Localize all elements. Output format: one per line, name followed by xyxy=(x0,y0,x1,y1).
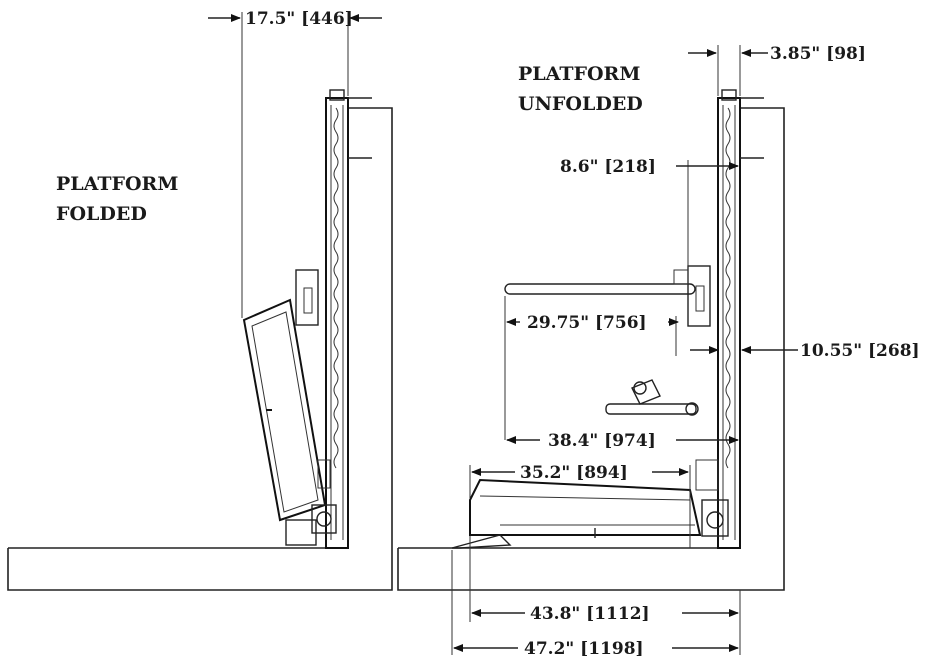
dim-folded-depth-label: 17.5" [446] xyxy=(245,9,353,29)
unfolded-platform xyxy=(451,265,729,549)
folded-title-line1: PLATFORM xyxy=(56,173,178,195)
unfolded-lift-post xyxy=(717,89,764,549)
dim-total-overall: 47.2" [1198] xyxy=(451,550,739,659)
dim-post-offset-label: 10.55" [268] xyxy=(800,341,920,361)
folded-lift-post xyxy=(325,89,372,549)
folded-title-line2: FOLDED xyxy=(56,203,147,225)
dim-rail-length: 29.75" [756] xyxy=(504,296,679,440)
dim-total-overall-label: 47.2" [1198] xyxy=(524,639,644,659)
dim-offset-top: 8.6" [218] xyxy=(560,157,739,282)
unfolded-title-line1: PLATFORM xyxy=(518,63,640,85)
unfolded-view: 3.85" [98] 8.6" [218] 29.75" [756] 10.55… xyxy=(397,44,920,659)
dim-post-offset: 10.55" [268] xyxy=(690,341,920,361)
folded-view: 17.5" [446] PLATFORM FOLDED xyxy=(7,9,393,591)
dim-platform-length: 35.2" [894] xyxy=(469,463,691,498)
dim-rail-length-label: 29.75" [756] xyxy=(527,313,647,333)
unfolded-title-line2: UNFOLDED xyxy=(518,93,643,115)
dim-platform-length-label: 35.2" [894] xyxy=(520,463,628,483)
dim-handrail-reach: 38.4" [974] xyxy=(506,431,739,451)
folded-platform xyxy=(242,269,337,546)
dim-folded-depth: 17.5" [446] xyxy=(208,9,382,318)
dim-offset-top-label: 8.6" [218] xyxy=(560,157,656,177)
unfolded-floor xyxy=(397,107,785,591)
dim-floor-overall: 43.8" [1112] xyxy=(469,536,741,655)
dim-floor-overall-label: 43.8" [1112] xyxy=(530,604,650,624)
dim-post-width-label: 3.85" [98] xyxy=(770,44,866,64)
dim-post-width: 3.85" [98] xyxy=(688,44,866,96)
dim-handrail-reach-label: 38.4" [974] xyxy=(548,431,656,451)
